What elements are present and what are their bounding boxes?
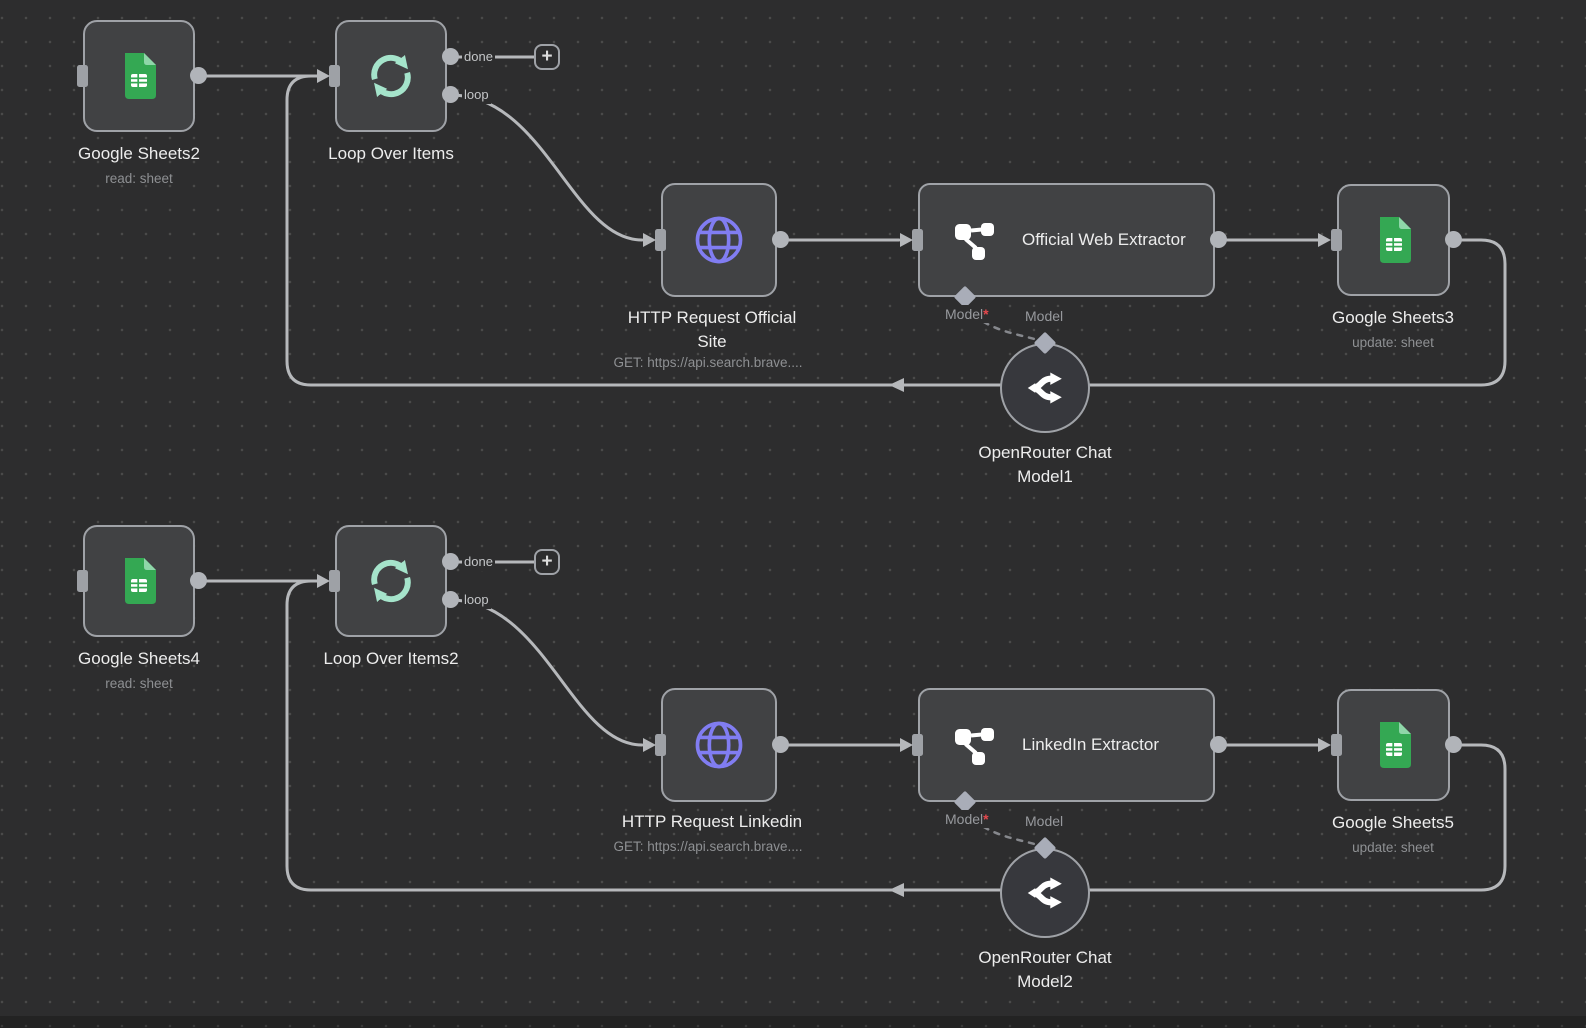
output-label-done: done xyxy=(462,553,495,571)
output-port-loop[interactable] xyxy=(442,86,459,103)
input-port[interactable] xyxy=(655,229,666,251)
openrouter-icon xyxy=(1022,365,1068,411)
node-google-sheets2[interactable] xyxy=(83,20,195,132)
globe-icon xyxy=(691,212,747,268)
plus-icon: + xyxy=(541,551,553,572)
plus-icon: + xyxy=(541,46,553,67)
output-port[interactable] xyxy=(190,572,207,589)
node-google-sheets4[interactable] xyxy=(83,525,195,637)
node-subtitle: GET: https://api.search.brave.... xyxy=(613,839,803,854)
connection-loop-to-http[interactable] xyxy=(449,93,644,242)
input-port[interactable] xyxy=(329,570,340,592)
output-port-loop[interactable] xyxy=(442,591,459,608)
input-port[interactable] xyxy=(912,229,923,251)
connection-model1-dashed[interactable] xyxy=(963,305,1040,342)
model-output-label: Model xyxy=(1023,812,1066,830)
output-port[interactable] xyxy=(1210,736,1227,753)
node-title-http-request-linkedin: HTTP Request Linkedin xyxy=(621,812,803,831)
connection-sheets5-loopback[interactable] xyxy=(285,579,1507,892)
node-http-request-linkedin[interactable] xyxy=(661,688,777,802)
model-output-label: Model xyxy=(1023,307,1066,325)
google-sheets-icon xyxy=(1368,719,1420,771)
globe-icon xyxy=(691,717,747,773)
add-node-button[interactable]: + xyxy=(534,549,560,575)
extractor-icon xyxy=(950,721,998,769)
openrouter-icon xyxy=(1022,870,1068,916)
output-port[interactable] xyxy=(1445,231,1462,248)
connection-sheets3-loopback[interactable] xyxy=(285,74,1507,387)
node-title-google-sheets2: Google Sheets2 xyxy=(78,144,200,163)
node-subtitle: read: sheet xyxy=(105,676,173,691)
google-sheets-icon xyxy=(1368,214,1420,266)
node-title-loop-over-items2: Loop Over Items2 xyxy=(323,649,459,668)
input-port[interactable] xyxy=(912,734,923,756)
node-google-sheets5[interactable] xyxy=(1337,689,1450,801)
input-port[interactable] xyxy=(77,65,88,87)
output-label-done: done xyxy=(462,48,495,66)
output-port[interactable] xyxy=(772,736,789,753)
loop-icon xyxy=(363,48,419,104)
loop-icon xyxy=(363,553,419,609)
node-inline-title: LinkedIn Extractor xyxy=(1022,735,1160,754)
node-linkedin-extractor[interactable]: LinkedIn Extractor xyxy=(918,688,1215,802)
node-subtitle: read: sheet xyxy=(105,171,173,186)
node-openrouter-chat-model2[interactable] xyxy=(1000,848,1090,938)
add-node-button[interactable]: + xyxy=(534,44,560,70)
input-port[interactable] xyxy=(77,570,88,592)
node-title-loop-over-items: Loop Over Items xyxy=(328,144,454,163)
node-subtitle: update: sheet xyxy=(1352,840,1434,855)
node-loop-over-items2[interactable] xyxy=(335,525,447,637)
node-title-openrouter-chat-model2: OpenRouter Chat Model2 xyxy=(978,948,1112,991)
node-title-http-request-official-site: HTTP Request Official Site xyxy=(627,308,797,351)
canvas-edge-shade xyxy=(0,1016,1586,1028)
input-port[interactable] xyxy=(1331,734,1342,756)
node-subtitle: update: sheet xyxy=(1352,335,1434,350)
required-asterisk: * xyxy=(983,306,989,322)
connection-model2-dashed[interactable] xyxy=(963,810,1040,847)
output-port[interactable] xyxy=(1445,736,1462,753)
output-port[interactable] xyxy=(772,231,789,248)
output-port[interactable] xyxy=(1210,231,1227,248)
input-port[interactable] xyxy=(655,734,666,756)
output-port-done[interactable] xyxy=(442,553,459,570)
node-inline-title: Official Web Extractor xyxy=(1022,230,1186,249)
node-title-openrouter-chat-model1: OpenRouter Chat Model1 xyxy=(978,443,1112,486)
output-port[interactable] xyxy=(190,67,207,84)
connection-loop2-to-http2[interactable] xyxy=(449,598,644,747)
output-label-loop: loop xyxy=(462,591,491,609)
node-title-google-sheets3: Google Sheets3 xyxy=(1332,308,1454,327)
output-port-done[interactable] xyxy=(442,48,459,65)
google-sheets-icon xyxy=(113,50,165,102)
required-asterisk: * xyxy=(983,811,989,827)
google-sheets-icon xyxy=(113,555,165,607)
node-title-google-sheets4: Google Sheets4 xyxy=(78,649,200,668)
node-subtitle: GET: https://api.search.brave.... xyxy=(613,355,803,370)
node-title-google-sheets5: Google Sheets5 xyxy=(1332,813,1454,832)
node-http-request-official-site[interactable] xyxy=(661,183,777,297)
node-official-web-extractor[interactable]: Official Web Extractor xyxy=(918,183,1215,297)
input-port[interactable] xyxy=(329,65,340,87)
node-loop-over-items[interactable] xyxy=(335,20,447,132)
output-label-loop: loop xyxy=(462,86,491,104)
extractor-icon xyxy=(950,216,998,264)
input-port[interactable] xyxy=(1331,229,1342,251)
node-google-sheets3[interactable] xyxy=(1337,184,1450,296)
node-openrouter-chat-model1[interactable] xyxy=(1000,343,1090,433)
model-input-label-required: Model* xyxy=(943,305,991,323)
model-input-label-required: Model* xyxy=(943,810,991,828)
